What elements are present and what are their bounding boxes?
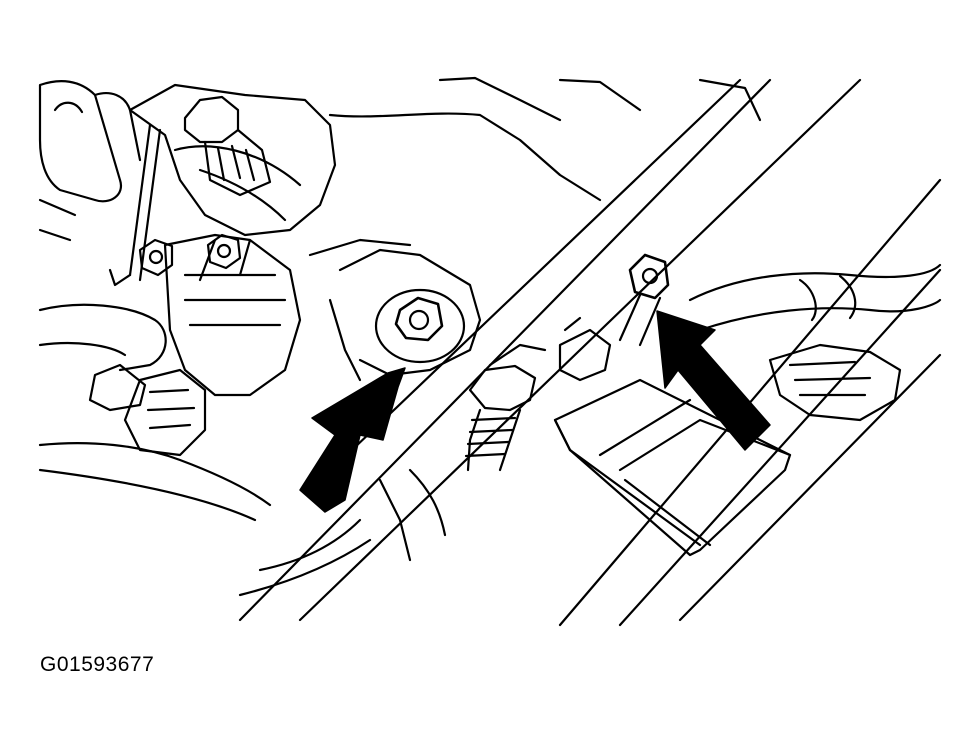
hose-upper-left <box>38 80 142 242</box>
lower-left-bracket <box>163 233 302 397</box>
right-box-module <box>553 378 792 557</box>
figure-id-label: G01593677 <box>40 653 155 676</box>
mount-bracket <box>108 83 337 287</box>
upper-bolt-head <box>183 95 272 197</box>
target-nut <box>374 288 466 364</box>
target-bolt <box>618 253 670 347</box>
lower-structure <box>238 468 447 597</box>
small-nut-center <box>206 233 242 270</box>
right-upper-hose <box>688 263 942 422</box>
arrow-right <box>656 310 771 451</box>
diagonal-crossmember <box>238 78 942 627</box>
small-nut-left <box>138 238 174 277</box>
left-hose <box>38 303 272 522</box>
sensor-plug <box>464 343 547 472</box>
arrow-left <box>299 367 406 513</box>
right-connector <box>558 316 612 382</box>
